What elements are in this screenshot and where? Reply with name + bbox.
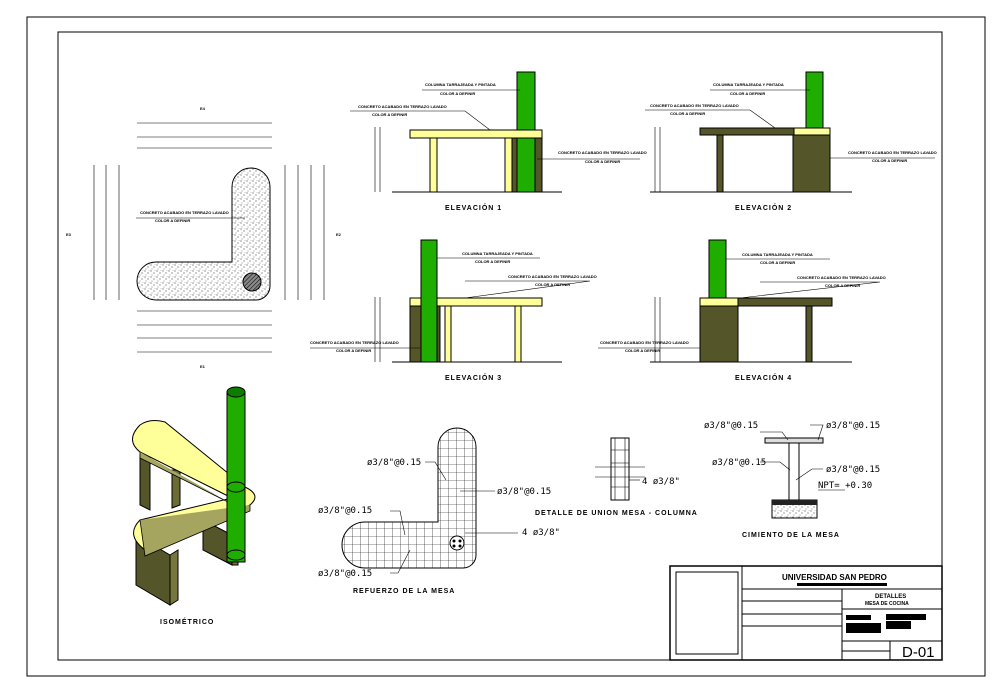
annotation-text: CONCRETO ACABADO EN TERRAZO LAVADO	[508, 274, 597, 279]
annotation-text: ø3/8"@0.15	[318, 569, 372, 579]
annotation-text: COLUMNA TARRAJEADA Y PINTADA	[425, 82, 496, 87]
plan-view: CONCRETO ACABADO EN TERRAZO LAVADO COLOR…	[66, 106, 342, 369]
annotation-text: CONCRETO ACABADO EN TERRAZO LAVADO	[600, 340, 689, 345]
elevation-2-title: ELEVACIÓN 2	[735, 203, 792, 212]
annotation-text: CONCRETO ACABADO EN TERRAZO LAVADO	[797, 275, 886, 280]
annotation-text: COLOR A DEFINIR	[625, 348, 660, 353]
elevation-4: COLUMNA TARRAJEADA Y PINTADA COLOR A DEF…	[598, 239, 886, 382]
annotation-text: COLOR A DEFINIR	[670, 111, 705, 116]
annotation-text: CONCRETO ACABADO EN TERRAZO LAVADO	[310, 340, 399, 345]
annotation-text: COLOR A DEFINIR	[760, 260, 795, 265]
isometric-view	[132, 386, 256, 606]
table-top-plan	[136, 167, 271, 301]
annotation-text: COLOR A DEFINIR	[336, 348, 371, 353]
sheet-subtitle: MESA DE COCINA	[865, 601, 909, 607]
annotation-text: 4 ø3/8"	[642, 477, 680, 487]
annotation-text: ø3/8"@0.15	[826, 465, 880, 475]
elevation-marker-bottom: E1	[200, 364, 206, 369]
annotation-text: ø3/8"@0.15	[712, 458, 766, 468]
annotation-text: COLOR A DEFINIR	[730, 91, 765, 96]
reinforcement-title: REFUERZO DE LA MESA	[353, 588, 455, 595]
elevation-1-title: ELEVACIÓN 1	[445, 203, 502, 212]
isometric-title: ISOMÉTRICO	[160, 617, 214, 626]
annotation-text: COLOR A DEFINIR	[872, 158, 907, 163]
foundation-title: CIMIENTO DE LA MESA	[742, 532, 840, 539]
annotation-text: COLUMNA TARRAJEADA Y PINTADA	[713, 82, 784, 87]
annotation-text: COLOR A DEFINIR	[372, 112, 407, 117]
annotation-text: NPT= +0.30	[818, 481, 872, 491]
foundation-detail: ø3/8"@0.15 ø3/8"@0.15 ø3/8"@0.15 ø3/8"@0…	[704, 421, 880, 539]
annotation-text: COLUMNA TARRAJEADA Y PINTADA	[742, 252, 813, 257]
title-block: UNIVERSIDAD SAN PEDRO DETALLES MESA DE C…	[669, 565, 943, 661]
elevation-marker-top: E4	[200, 106, 206, 111]
reinforcement-plan: ø3/8"@0.15 ø3/8"@0.15 ø3/8"@0.15 ø3/8"@0…	[318, 427, 560, 595]
annotation-text: CONCRETO ACABADO EN TERRAZO LAVADO	[358, 104, 447, 109]
annotation-text: COLOR A DEFINIR	[825, 283, 860, 288]
elevation-3-title: ELEVACIÓN 3	[445, 373, 502, 382]
elevation-1: COLUMNA TARRAJEADA Y PINTADA COLOR A DEF…	[350, 71, 647, 212]
plan-note: CONCRETO ACABADO EN TERRAZO LAVADO	[140, 210, 229, 215]
annotation-text: COLOR A DEFINIR	[585, 159, 620, 164]
annotation-text: ø3/8"@0.15	[367, 458, 421, 468]
sheet-title: DETALLES	[875, 594, 906, 600]
annotation-text: COLOR A DEFINIR	[440, 91, 475, 96]
elevation-4-title: ELEVACIÓN 4	[735, 373, 792, 382]
elevation-3: COLUMNA TARRAJEADA Y PINTADA COLOR A DEF…	[310, 239, 597, 382]
annotation-text: COLOR A DEFINIR	[535, 282, 570, 287]
annotation-text: ø3/8"@0.15	[318, 506, 372, 516]
annotation-text: CONCRETO ACABADO EN TERRAZO LAVADO	[650, 103, 739, 108]
joint-detail-title: DETALLE DE UNION MESA - COLUMNA	[535, 510, 698, 517]
elevation-marker-left: E3	[66, 232, 72, 237]
annotation-text: COLOR A DEFINIR	[475, 259, 510, 264]
column-section	[242, 272, 262, 292]
joint-detail: 4 ø3/8" DETALLE DE UNION MESA - COLUMNA	[535, 437, 698, 517]
inner-border	[57, 31, 943, 661]
dimension-lines	[93, 122, 325, 353]
annotation-text: ø3/8"@0.15	[497, 487, 551, 497]
institution-name: UNIVERSIDAD SAN PEDRO	[782, 573, 887, 582]
elevation-2: COLUMNA TARRAJEADA Y PINTADA COLOR A DEF…	[645, 71, 937, 212]
annotation-text: COLUMNA TARRAJEADA Y PINTADA	[462, 251, 533, 256]
elevation-marker-right: E2	[336, 232, 342, 237]
annotation-text: CONCRETO ACABADO EN TERRAZO LAVADO	[848, 150, 937, 155]
annotation-text: ø3/8"@0.15	[826, 421, 880, 431]
sheet-number: D-01	[902, 644, 935, 661]
plan-note-color: COLOR A DEFINIR	[155, 218, 190, 223]
outer-border	[26, 16, 986, 677]
annotation-text: CONCRETO ACABADO EN TERRAZO LAVADO	[558, 150, 647, 155]
annotation-text: 4 ø3/8"	[522, 528, 560, 538]
annotation-text: ø3/8"@0.15	[704, 421, 758, 431]
